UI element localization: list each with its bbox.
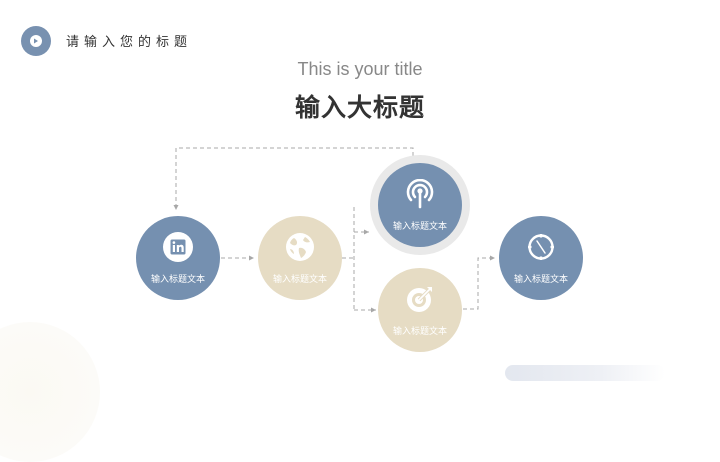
node-4[interactable]: 输入标题文本 bbox=[378, 268, 462, 352]
globe-icon bbox=[285, 232, 315, 266]
header-title: 请输入您的标题 bbox=[66, 35, 193, 50]
slide-title: 输入大标题 bbox=[294, 93, 425, 122]
target-icon bbox=[405, 284, 435, 318]
node-3[interactable]: 输入标题文本 bbox=[378, 163, 462, 247]
node-label: 输入标题文本 bbox=[513, 274, 568, 285]
flow-connectors bbox=[173, 147, 495, 313]
play-icon bbox=[30, 35, 42, 47]
linkedin-icon bbox=[163, 231, 193, 266]
node-label: 输入标题文本 bbox=[272, 274, 327, 285]
broadcast-icon bbox=[404, 178, 436, 213]
node-label: 输入标题文本 bbox=[392, 326, 447, 337]
connector-4-5 bbox=[463, 255, 495, 310]
background-decor-bar bbox=[505, 365, 665, 381]
header-badge bbox=[21, 26, 51, 56]
compass-icon bbox=[526, 232, 556, 266]
node-label: 输入标题文本 bbox=[150, 274, 205, 285]
node-label: 输入标题文本 bbox=[392, 221, 447, 232]
node-1[interactable]: 输入标题文本 bbox=[136, 216, 220, 300]
slide-subtitle: This is your title bbox=[297, 59, 423, 79]
node-2[interactable]: 输入标题文本 bbox=[258, 216, 342, 300]
node-5[interactable]: 输入标题文本 bbox=[499, 216, 583, 300]
